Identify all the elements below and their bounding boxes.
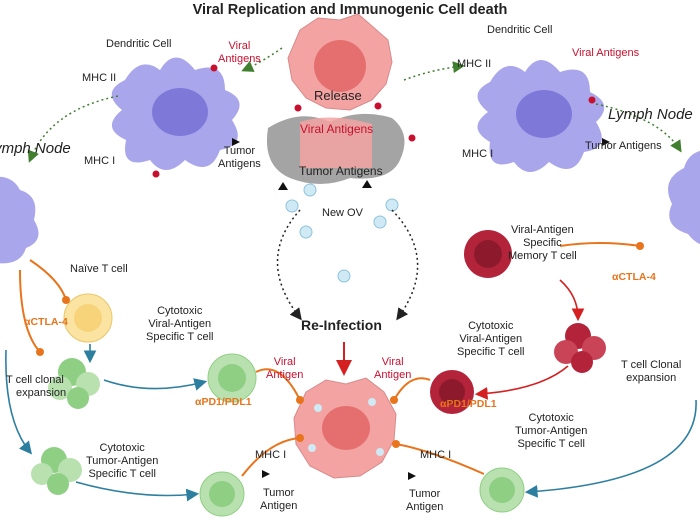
label-t-cell-clonal-right: T cell Clonal expansion	[621, 359, 681, 385]
tumor-cell-bottom	[293, 377, 397, 479]
label-line: Antigen	[406, 501, 444, 513]
label-mhc-i-bottom-right: MHC I	[420, 449, 452, 461]
arrow-cluster-to-viral-tcell-right	[474, 365, 569, 400]
reinfection-loop-arrow-right	[391, 209, 419, 321]
label-release: Release	[314, 88, 362, 103]
arrow-dc-to-lymph-left	[27, 95, 119, 163]
tumor-cell-releasing	[266, 13, 405, 184]
cytotoxic-tumor-t-cell-left	[199, 471, 245, 517]
label-cytotoxic-viral-left: Cytotoxic Viral-Antigen Specific T cell	[146, 305, 213, 344]
label-tumor-antigens-right: Tumor Antigens	[585, 140, 662, 152]
label-line: Viral-Antigen	[148, 318, 212, 330]
label-line: Specific T cell	[88, 468, 156, 480]
antigen-markers	[152, 64, 610, 480]
label-line: Cytotoxic	[468, 320, 514, 332]
label-line: Viral-Antigen	[510, 224, 574, 236]
label-line: Cytotoxic	[157, 305, 203, 317]
label-line: Cytotoxic	[528, 412, 574, 424]
label-viral-antigens-left: Viral Antigens	[218, 40, 261, 66]
memory-t-cell	[464, 230, 512, 278]
diagram-title: Viral Replication and Immunogenic Cell d…	[192, 2, 508, 18]
label-tumor-antigen-bottom-left: Tumor Antigen	[260, 487, 297, 513]
label-re-infection: Re-Infection	[301, 317, 382, 333]
label-line: Cytotoxic	[99, 442, 145, 454]
label-dendritic-cell-left: Dendritic Cell	[106, 38, 172, 50]
label-mhc-i-right: MHC I	[462, 148, 494, 160]
label-viral-antigen-bottom-left: Viral Antigen	[266, 356, 303, 382]
label-line: T cell clonal	[6, 374, 64, 386]
cytotoxic-tumor-t-cell-right	[479, 467, 525, 513]
arrow-lymph-to-cluster-lower	[5, 349, 33, 455]
dendritic-cell-far-right	[668, 150, 700, 245]
dendritic-cell-left	[111, 57, 240, 170]
orange-inhibitor-dots	[36, 242, 644, 448]
label-cytotoxic-viral-right: Cytotoxic Viral-Antigen Specific T cell	[457, 320, 524, 359]
label-tumor-antigens-center: Tumor Antigens	[299, 164, 383, 178]
label-apd1-right: αPD1/PDL1	[440, 398, 497, 410]
label-mhc-ii-left: MHC II	[82, 72, 117, 84]
clonal-cluster-left-upper	[48, 358, 100, 409]
naive-t-cell	[63, 293, 113, 343]
label-line: Tumor	[223, 145, 256, 157]
label-mhc-i-bottom-left: MHC I	[255, 449, 287, 461]
label-naive-t-cell: Naïve T cell	[70, 263, 128, 275]
clonal-cluster-left-lower	[31, 447, 82, 495]
arrow-memory-to-cluster	[559, 279, 585, 322]
label-memory-t-cell: Viral-Antigen Specific Memory T cell	[508, 224, 577, 263]
label-mhc-i-left: MHC I	[84, 155, 116, 167]
label-line: Antigens	[218, 53, 261, 65]
label-line: expansion	[16, 387, 67, 399]
label-line: Antigens	[218, 158, 261, 170]
label-apd1-left: αPD1/PDL1	[195, 396, 252, 408]
label-line: Tumor	[408, 488, 441, 500]
label-tumor-antigen-bottom-right: Tumor Antigen	[406, 488, 443, 514]
label-actla4-right: αCTLA-4	[612, 271, 656, 283]
label-mhc-ii-right: MHC II	[457, 58, 492, 70]
label-line: expansion	[626, 372, 677, 384]
label-line: Antigen	[260, 500, 298, 512]
label-line: Tumor-Antigen	[515, 425, 588, 437]
clonal-cluster-right	[554, 323, 606, 373]
label-lymph-node-right: Lymph Node	[608, 106, 693, 123]
label-cytotoxic-tumor-right: Cytotoxic Tumor-Antigen Specific T cell	[515, 412, 587, 451]
label-line: Specific T cell	[517, 438, 585, 450]
label-line: Specific T cell	[146, 331, 214, 343]
dendritic-cell-far-left	[0, 176, 39, 264]
label-line: Viral	[381, 356, 404, 368]
label-line: Antigen	[266, 369, 304, 381]
label-cytotoxic-tumor-left: Cytotoxic Tumor-Antigen Specific T cell	[86, 442, 158, 481]
label-line: T cell Clonal	[621, 359, 682, 371]
label-new-ov: New OV	[322, 207, 363, 219]
label-tumor-antigens-left: Tumor Antigens	[218, 145, 261, 171]
arrow-cluster-to-viral-tcell	[103, 378, 208, 391]
label-line: Viral-Antigen	[459, 333, 523, 345]
reinfection-loop-arrow	[276, 209, 302, 321]
label-viral-antigens-right: Viral Antigens	[572, 47, 640, 59]
label-line: Specific T cell	[457, 346, 525, 358]
arrow-tumor-to-dc-right	[403, 61, 465, 81]
label-line: Tumor	[262, 487, 295, 499]
label-lymph-node-left: Lymph Node	[0, 140, 71, 157]
label-line: Viral	[273, 356, 296, 368]
new-ov-particles	[285, 183, 399, 283]
label-t-cell-clonal-left: T cell clonal expansion	[6, 374, 66, 400]
label-line: Viral	[228, 40, 251, 52]
arrow-cluster-to-tumor-tcell	[75, 481, 200, 502]
arrow-tumor-to-dc-left	[241, 47, 283, 72]
label-line: Memory T cell	[508, 250, 577, 262]
arrow-dc-to-lymph-right	[595, 103, 682, 153]
label-line: Tumor-Antigen	[86, 455, 159, 467]
label-line: Antigen	[374, 369, 412, 381]
cytotoxic-viral-t-cell-right	[430, 370, 474, 414]
cytotoxic-viral-t-cell-left	[207, 353, 257, 403]
label-dendritic-cell-right: Dendritic Cell	[487, 24, 553, 36]
label-actla4-left: αCTLA-4	[24, 316, 68, 328]
label-line: Specific	[523, 237, 562, 249]
dendritic-cell-right	[477, 60, 605, 172]
label-viral-antigens-center: Viral Antigens	[300, 122, 374, 136]
label-viral-antigen-bottom-right: Viral Antigen	[374, 356, 411, 382]
arrow-right-to-tumor-tcell	[524, 399, 697, 498]
